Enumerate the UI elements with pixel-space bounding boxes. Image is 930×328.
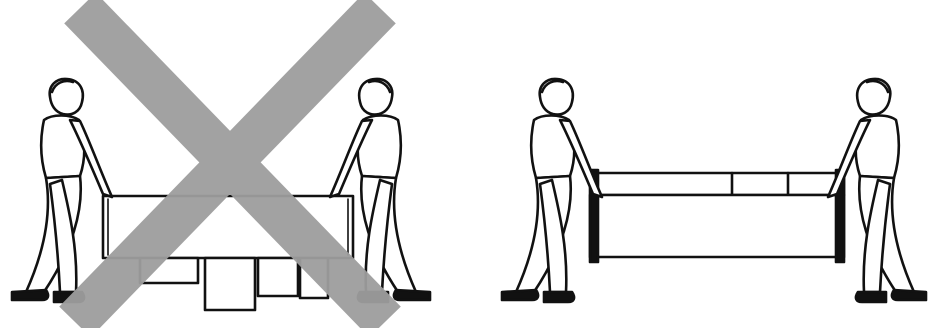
box: [258, 258, 298, 296]
box: [205, 258, 255, 310]
shoe: [12, 290, 48, 300]
person-left: [502, 79, 602, 302]
shoe: [856, 292, 886, 302]
head: [50, 79, 83, 115]
shoe: [544, 292, 574, 302]
head: [540, 79, 573, 115]
head: [359, 79, 392, 115]
shoe: [394, 290, 430, 300]
incorrect-carry-illustration: [0, 0, 460, 328]
incorrect-carry-panel: [0, 0, 460, 328]
tv-upright: [590, 170, 844, 262]
shoe: [502, 290, 538, 300]
correct-carry-illustration: [470, 0, 930, 328]
tv-body: [590, 195, 844, 257]
correct-carry-panel: [470, 0, 930, 328]
tv-top-edge: [596, 173, 844, 195]
shoe: [892, 290, 926, 300]
head: [857, 79, 890, 115]
